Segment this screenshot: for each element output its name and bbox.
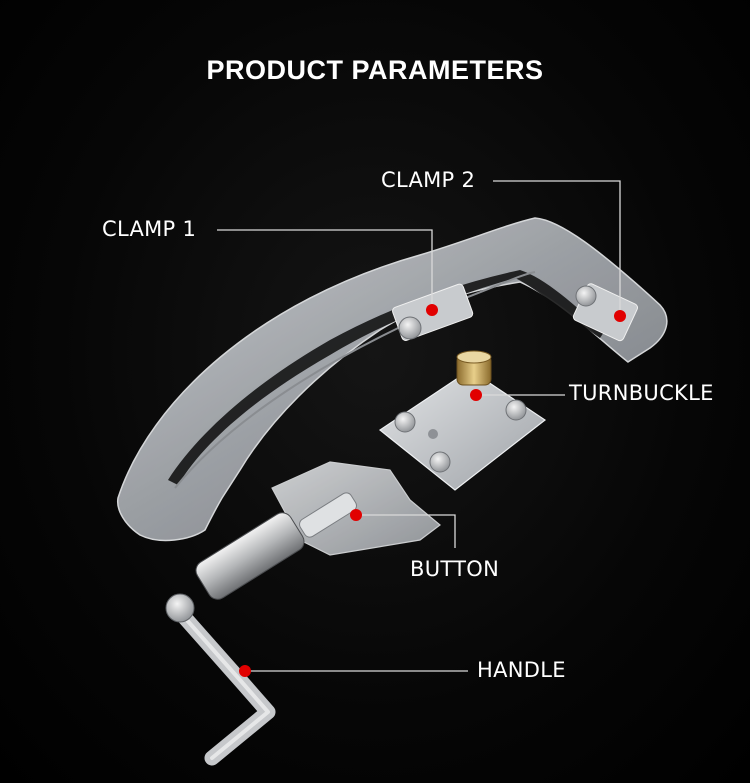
block-screw-1 bbox=[394, 411, 416, 433]
leader-button bbox=[356, 514, 456, 548]
callout-turnbuckle: TURNBUCKLE bbox=[569, 381, 714, 405]
plate-cutout bbox=[168, 270, 604, 485]
leader-clamp1 bbox=[217, 229, 433, 310]
leader-clamp2 bbox=[493, 180, 621, 316]
turnbuckle-knob-top bbox=[456, 350, 492, 364]
handle-rod bbox=[170, 602, 276, 766]
block-screw-3 bbox=[505, 399, 527, 421]
plate-slot bbox=[174, 271, 536, 489]
page-title: PRODUCT PARAMETERS bbox=[206, 55, 544, 85]
marker-clamp2 bbox=[614, 310, 626, 322]
block-screw-4 bbox=[428, 429, 438, 439]
callout-button: BUTTON bbox=[410, 557, 500, 581]
turnbuckle-plate bbox=[378, 369, 547, 491]
callout-clamp1: CLAMP 1 bbox=[102, 217, 197, 241]
handle-hub bbox=[165, 593, 195, 623]
callout-clamp2: CLAMP 2 bbox=[381, 168, 476, 192]
block-screw-2 bbox=[429, 451, 451, 473]
marker-clamp1 bbox=[426, 304, 438, 316]
handle-rod-highlight bbox=[176, 608, 270, 760]
clamp2-screw bbox=[575, 285, 597, 307]
button-pin bbox=[299, 492, 357, 538]
marker-turnbuckle bbox=[470, 389, 482, 401]
marker-handle bbox=[239, 665, 251, 677]
callout-handle: HANDLE bbox=[477, 658, 566, 682]
tube bbox=[195, 512, 305, 600]
marker-button bbox=[350, 509, 362, 521]
marker-dots bbox=[239, 304, 626, 677]
clamp1-screw bbox=[398, 316, 422, 340]
leader-lines bbox=[217, 180, 621, 672]
